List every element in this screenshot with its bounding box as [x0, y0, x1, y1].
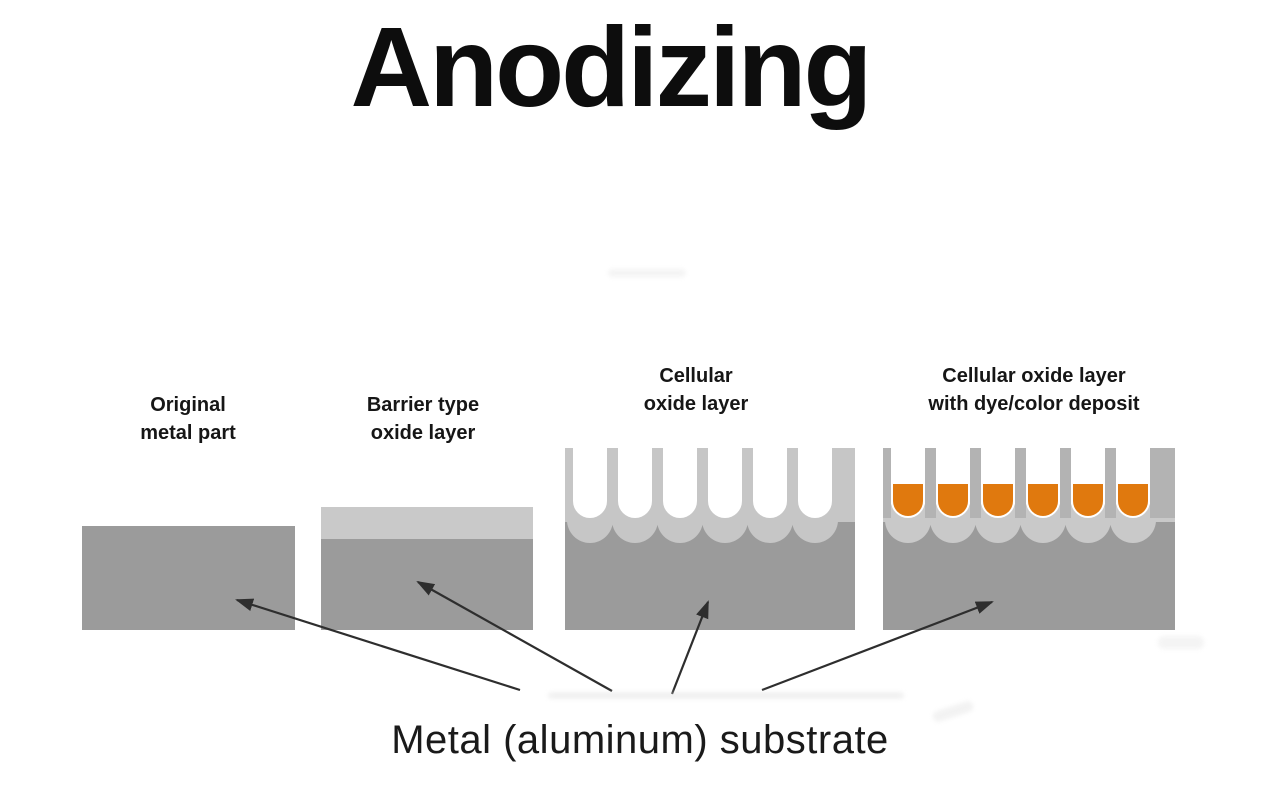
label-line: Barrier type — [366, 394, 480, 416]
diagram-cellular-oxide-block — [565, 448, 855, 630]
diagram-cellular-oxide-dye-block — [883, 448, 1175, 630]
watermark-smudge — [548, 692, 904, 699]
label-barrier-type-oxide-layer: Barrier type oxide layer — [323, 391, 523, 447]
watermark-smudge — [1158, 636, 1204, 649]
dye-deposits — [893, 484, 1148, 516]
oxide-columns — [883, 448, 1175, 518]
label-cellular-oxide-layer: Cellular oxide layer — [596, 362, 796, 418]
substrate-caption: Metal (aluminum) substrate — [391, 718, 889, 762]
label-line: Cellular oxide layer — [942, 365, 1126, 387]
label-line: Cellular — [659, 365, 733, 387]
page-title: Anodizing — [350, 4, 872, 130]
label-cellular-oxide-dye: Cellular oxide layer with dye/color depo… — [899, 362, 1169, 418]
oxide-pores — [573, 448, 832, 518]
barrier-oxide-band — [321, 507, 533, 539]
diagram-original-metal-block — [82, 526, 295, 630]
metal-substrate-band — [321, 539, 533, 630]
watermark-smudge — [608, 269, 686, 277]
label-line: metal part — [140, 422, 236, 444]
label-line: Original — [150, 394, 226, 416]
label-original-metal-part: Original metal part — [88, 391, 288, 447]
label-line: with dye/color deposit — [928, 393, 1140, 415]
label-line: oxide layer — [643, 393, 749, 415]
label-line: oxide layer — [370, 422, 476, 444]
diagram-barrier-oxide-block — [321, 507, 533, 630]
